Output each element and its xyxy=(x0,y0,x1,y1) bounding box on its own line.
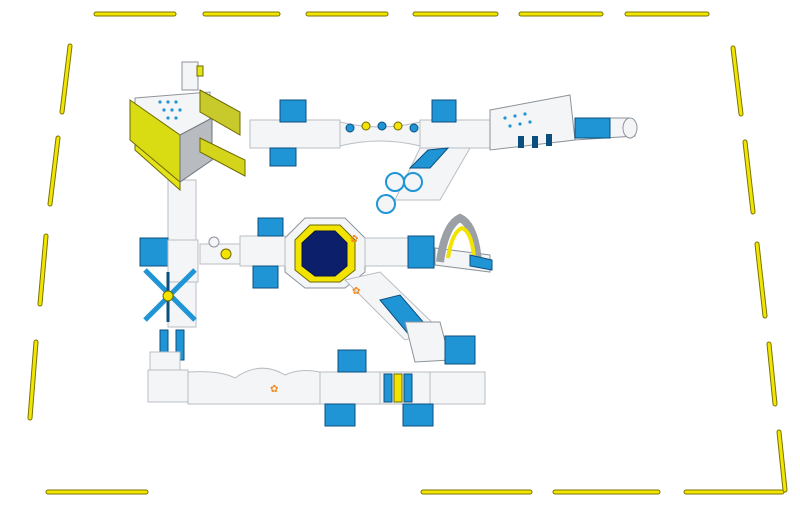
swing-frame xyxy=(434,213,493,273)
boundary-segment xyxy=(731,46,743,116)
top-walkway xyxy=(249,99,491,167)
boundary-segment xyxy=(743,140,755,214)
boundary-segment xyxy=(755,242,767,318)
top-walkway-balls xyxy=(345,121,419,133)
trampoline xyxy=(239,217,435,289)
bottom-left-connector xyxy=(149,351,181,371)
boundary-segment xyxy=(28,340,38,420)
boundary-segment xyxy=(60,44,72,114)
boundary-segment xyxy=(777,430,787,492)
bottom-walkway-rollers xyxy=(383,373,413,403)
floating-modules: ✿ ✿ ✿ xyxy=(129,61,638,427)
boundary-segment xyxy=(767,342,777,406)
bottom-walkway: ✿ ✿ ✿ xyxy=(147,234,486,427)
x-climber xyxy=(139,236,241,322)
diagonal-walkway-upper xyxy=(376,147,471,214)
slide-ramp xyxy=(489,94,638,151)
tower-dots xyxy=(158,100,182,120)
logo-mark: ✿ xyxy=(352,286,360,297)
boundary-segment xyxy=(48,136,60,206)
logo-mark: ✿ xyxy=(350,234,358,245)
diagonal-walkway-lower xyxy=(344,271,476,365)
boundary-barrier xyxy=(27,11,788,495)
climbing-tower xyxy=(129,61,246,192)
boundary-segment xyxy=(38,234,48,306)
logo-mark: ✿ xyxy=(270,384,278,395)
